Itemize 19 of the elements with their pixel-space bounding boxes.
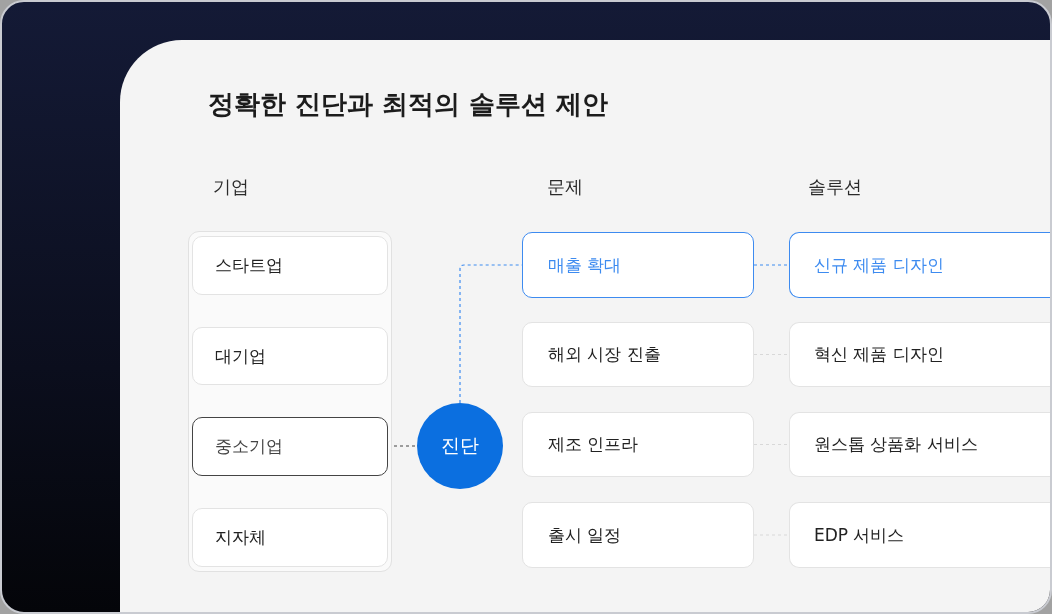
column-heading: 문제 <box>547 175 583 199</box>
solution-card: 원스톱 상품화 서비스 <box>789 412 1050 477</box>
problem-card: 매출 확대 <box>522 232 754 298</box>
problem-card: 제조 인프라 <box>522 412 754 477</box>
segment-group-panel <box>188 231 392 572</box>
dashed-connector <box>753 264 790 266</box>
segment-card: 지자체 <box>192 508 388 567</box>
segment-card: 스타트업 <box>192 236 388 295</box>
column-heading: 기업 <box>213 175 249 199</box>
segment-card: 중소기업 <box>192 417 388 476</box>
problem-card: 해외 시장 진출 <box>522 322 754 387</box>
segment-card: 대기업 <box>192 327 388 385</box>
problem-card: 출시 일정 <box>522 502 754 568</box>
solution-card: EDP 서비스 <box>789 502 1050 568</box>
diagnosis-circle: 진단 <box>417 403 503 489</box>
solution-card: 신규 제품 디자인 <box>789 232 1050 298</box>
diagram-title: 정확한 진단과 최적의 솔루션 제안 <box>208 88 609 121</box>
column-heading: 솔루션 <box>808 175 862 199</box>
solution-card: 혁신 제품 디자인 <box>789 322 1050 387</box>
